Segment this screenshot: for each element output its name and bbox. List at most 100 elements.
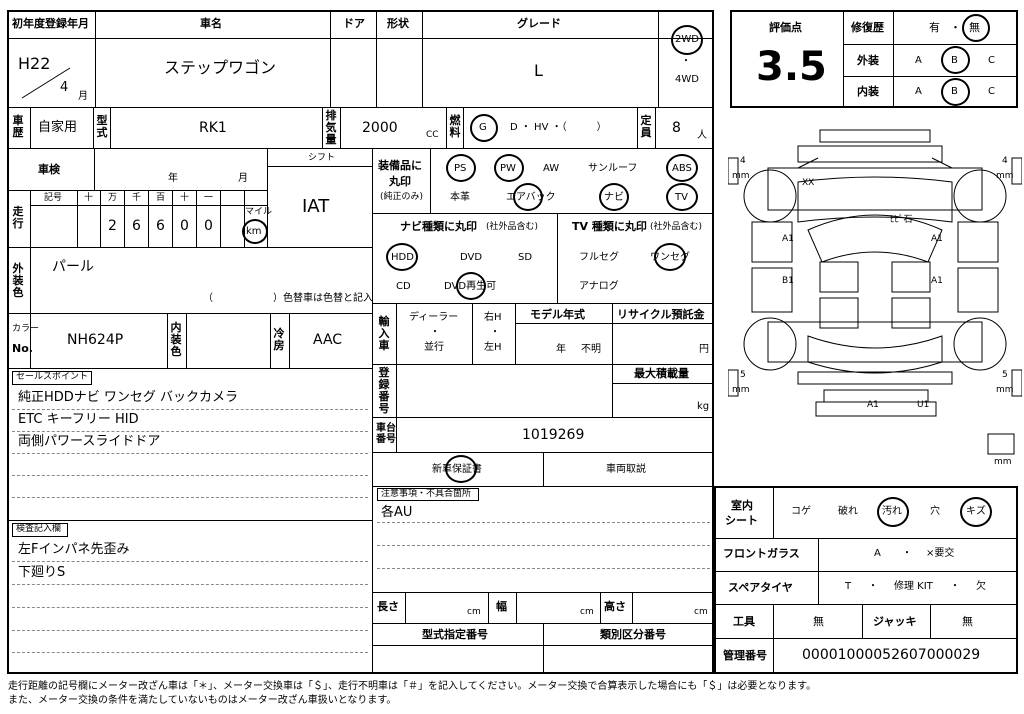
navi-cd: CD <box>396 281 411 292</box>
tvtype-note: (社外品含む) <box>650 222 703 232</box>
drive-2wd: 2WD <box>675 34 699 45</box>
spare-kit: 修理 KIT <box>894 581 933 592</box>
diagram-a1-rr: A1 <box>931 276 943 286</box>
sales-line-1: ETC キーフリー HID <box>18 412 139 427</box>
diagram-hhi: ﾋﾋﾞ石 <box>890 215 913 225</box>
drive-2wd-circle <box>671 25 703 55</box>
spare-none: 欠 <box>976 581 986 592</box>
equip-aw: AW <box>543 163 560 174</box>
fuel-g-circle <box>470 114 498 142</box>
notes-line-0: 各AU <box>381 505 413 520</box>
grade-label: グレード <box>517 17 561 30</box>
score-value: 3.5 <box>756 44 827 90</box>
regno-label: 登録番号 <box>378 366 390 415</box>
navi-hdd: HDD <box>391 252 414 263</box>
equip-airbag: エアバック <box>506 192 556 203</box>
spare-t: T <box>845 581 852 592</box>
inspect-month: 月 <box>238 173 248 184</box>
warranty-circle <box>445 455 477 483</box>
seat-label1: 室内 <box>731 499 753 512</box>
inspector-line-1: 下廻りS <box>18 565 66 580</box>
mileage-head-0: 十 <box>84 193 94 203</box>
notes-tab <box>377 488 479 501</box>
diagram-u1: U1 <box>917 400 930 410</box>
dims-height-unit: cm <box>694 607 708 617</box>
import-parallel: 並行 <box>424 342 444 353</box>
shift-label: シフト <box>308 153 336 163</box>
glass-x: ×要交 <box>926 548 955 559</box>
tv-one-circle <box>654 243 686 271</box>
diagram-mm-tl: mm <box>732 171 750 181</box>
mileage-digit-3: 0 <box>180 218 189 234</box>
color-label: 外装色 <box>12 262 24 299</box>
reg-month: 4 <box>60 80 69 95</box>
mileage-digit-0: 2 <box>108 218 117 234</box>
import-dealer: ディーラー <box>409 312 459 323</box>
diagram-a1-lf: A1 <box>782 234 794 244</box>
navi-dvdplay-circle <box>456 272 486 300</box>
equip-tv-circle <box>666 183 698 211</box>
tvtype-label: TV 種類に丸印 <box>572 220 647 233</box>
seat-item-3: 穴 <box>930 506 940 517</box>
spare-dot1: ・ <box>868 581 878 592</box>
modelyear-label: モデル年式 <box>530 308 585 321</box>
import-lh: 左H <box>484 342 502 353</box>
repair-dot: ・ <box>950 21 961 34</box>
seat-item-2: 汚れ <box>882 506 902 517</box>
car-name: ステップワゴン <box>164 58 277 77</box>
equip-ps: PS <box>454 163 467 174</box>
reg-slash <box>21 67 71 99</box>
equip-label2: 丸印 <box>389 175 411 188</box>
jack-label: ジャッキ <box>873 615 917 628</box>
capacity-unit: 人 <box>697 130 707 141</box>
ac-value: AAC <box>313 332 343 348</box>
diagram-bracket-tr: 4 <box>1002 156 1008 166</box>
equip-note: (純正のみ) <box>380 192 424 202</box>
manual-label: 車両取説 <box>606 464 646 475</box>
modelyear-year: 年 <box>556 344 566 355</box>
shift-value: IAT <box>302 196 330 217</box>
car-diagram <box>728 129 1022 455</box>
tv-one: ワンセグ <box>650 252 690 263</box>
interior-c: C <box>988 86 995 97</box>
import-label: 輸入車 <box>378 315 390 352</box>
inspect-label: 車検 <box>38 163 60 176</box>
navi-hdd-circle <box>386 243 418 271</box>
diagram-xx: XX <box>802 178 815 188</box>
mileage-head-5: 一 <box>204 193 214 203</box>
spare-dot2: ・ <box>950 581 960 592</box>
usage-value: 自家用 <box>38 120 78 135</box>
diagram-bracket-br: 5 <box>1002 370 1008 380</box>
mileage-head-1: 万 <box>108 193 118 203</box>
tv-analog: アナログ <box>579 281 619 292</box>
model-value: RK1 <box>199 120 227 136</box>
repair-label: 修復歴 <box>851 21 884 34</box>
seat-item-0: コゲ <box>791 506 811 517</box>
drive-4wd: 4WD <box>675 74 699 85</box>
navi-sd: SD <box>518 252 533 263</box>
interior-b: B <box>951 86 958 97</box>
exterior-b: B <box>951 55 958 66</box>
repair-no: 無 <box>969 21 980 34</box>
colorno-label2: No. <box>12 342 33 355</box>
tools-label: 工具 <box>733 615 755 628</box>
mileage-digit-4: 0 <box>204 218 213 234</box>
tools-value: 無 <box>813 615 824 628</box>
navitype-label: ナビ種類に丸印 <box>400 220 477 233</box>
equip-leather: 本革 <box>450 192 470 203</box>
seat-scratch-circle <box>960 497 992 527</box>
fuel-rest: D ・ HV ・（ ） <box>510 122 607 133</box>
equip-abs-circle <box>666 154 698 182</box>
interior-a: A <box>915 86 922 97</box>
navi-dvd: DVD <box>460 252 483 263</box>
import-dot1: ・ <box>430 327 440 338</box>
notes-label: 注意事項・不具合箇所 <box>381 489 472 499</box>
fuel-g: G <box>479 122 487 133</box>
disp-label: 排気量 <box>325 109 337 146</box>
diagram-bracket-tl: 4 <box>740 156 746 166</box>
chassis-value: 1019269 <box>522 427 585 443</box>
ac-label: 冷房 <box>273 327 285 352</box>
drive-dot: ・ <box>681 56 691 67</box>
seat-stain-circle <box>877 497 909 527</box>
color-note: （ ）色替車は色替と記入 <box>203 293 373 304</box>
